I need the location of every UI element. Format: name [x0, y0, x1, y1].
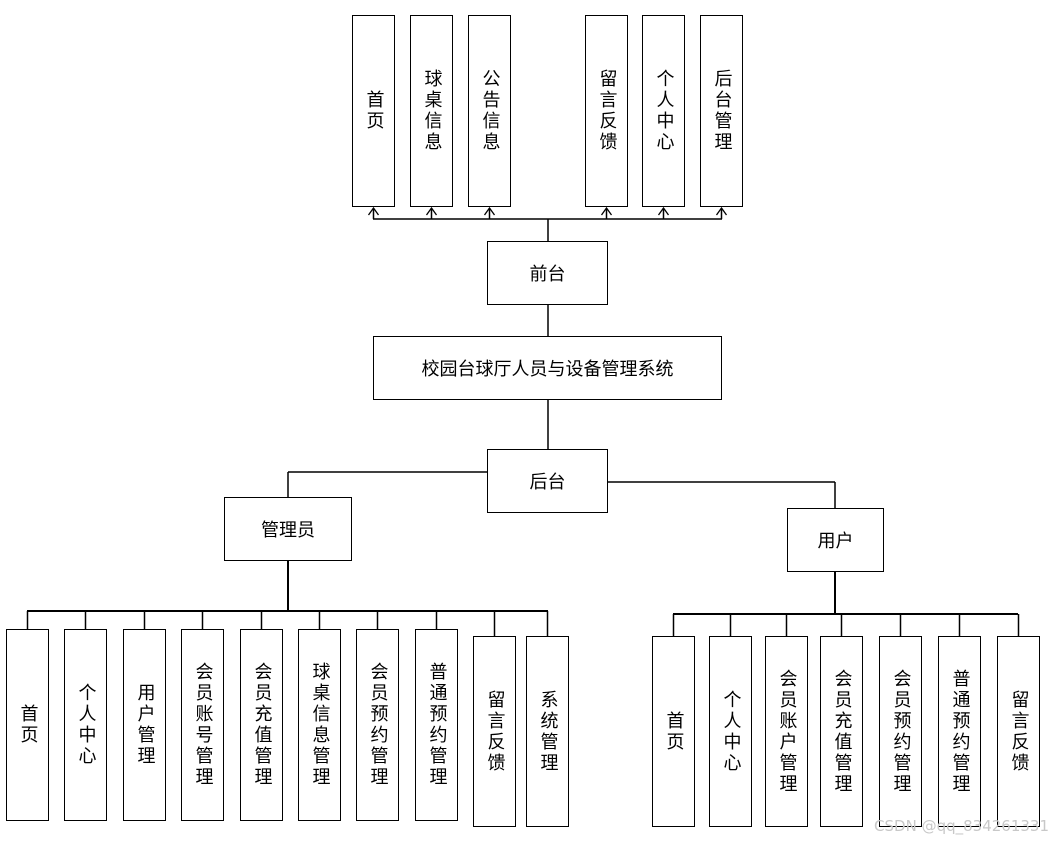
- frontend-item: 首页: [352, 15, 395, 207]
- frontend-item: 个人中心: [642, 15, 685, 207]
- admin-item: 用户管理: [123, 629, 166, 821]
- admin-item: 首页: [6, 629, 49, 821]
- admin-item-label: 个人中心: [75, 683, 97, 767]
- frontend-item-label: 公告信息: [479, 69, 501, 153]
- frontend-node: 前台: [487, 241, 608, 305]
- admin-item-label: 留言反馈: [484, 689, 506, 774]
- arrow-head: [483, 206, 496, 216]
- user-node: 用户: [787, 508, 884, 572]
- admin-item: 会员预约管理: [356, 629, 399, 821]
- frontend-item-label: 留言反馈: [596, 69, 618, 153]
- system-title-node: 校园台球厅人员与设备管理系统: [373, 336, 722, 400]
- user-item: 首页: [652, 636, 695, 827]
- user-item: 会员充值管理: [820, 636, 863, 827]
- admin-item: 会员充值管理: [240, 629, 283, 821]
- user-item: 会员预约管理: [879, 636, 922, 827]
- frontend-item: 公告信息: [468, 15, 511, 207]
- user-item: 普通预约管理: [938, 636, 981, 827]
- admin-item-label: 会员预约管理: [367, 662, 389, 788]
- user-item-label: 留言反馈: [1008, 689, 1030, 774]
- arrow-head: [600, 206, 613, 216]
- admin-item-label: 普通预约管理: [426, 662, 448, 788]
- user-item: 会员账户管理: [765, 636, 808, 827]
- admin-item: 个人中心: [64, 629, 107, 821]
- frontend-item: 后台管理: [700, 15, 743, 207]
- admin-node: 管理员: [224, 497, 352, 561]
- user-item: 个人中心: [709, 636, 752, 827]
- arrow-head: [425, 206, 438, 216]
- admin-item-label: 首页: [17, 704, 39, 746]
- user-item-label: 会员账户管理: [776, 668, 798, 795]
- admin-item: 会员账号管理: [181, 629, 224, 821]
- admin-item: 球桌信息管理: [298, 629, 341, 821]
- user-item: 留言反馈: [997, 636, 1040, 827]
- admin-item: 系统管理: [526, 636, 569, 827]
- frontend-item: 球桌信息: [410, 15, 453, 207]
- admin-item-label: 球桌信息管理: [309, 662, 331, 788]
- user-item-label: 会员预约管理: [890, 668, 912, 795]
- watermark: CSDN @qq_834261331: [874, 817, 1049, 835]
- user-item-label: 个人中心: [720, 689, 742, 774]
- frontend-item-label: 后台管理: [711, 69, 733, 153]
- user-item-label: 首页: [663, 710, 685, 753]
- arrow-head: [715, 206, 728, 216]
- user-item-label: 会员充值管理: [831, 668, 853, 795]
- frontend-item-label: 球桌信息: [421, 69, 443, 153]
- frontend-item-label: 个人中心: [653, 69, 675, 153]
- admin-item: 普通预约管理: [415, 629, 458, 821]
- admin-item-label: 系统管理: [537, 689, 559, 774]
- arrow-head: [657, 206, 670, 216]
- admin-item-label: 会员账号管理: [192, 662, 214, 788]
- backend-node: 后台: [487, 449, 608, 513]
- user-item-label: 普通预约管理: [949, 668, 971, 795]
- frontend-item-label: 首页: [363, 90, 385, 132]
- admin-item-label: 会员充值管理: [251, 662, 273, 788]
- frontend-item: 留言反馈: [585, 15, 628, 207]
- admin-item: 留言反馈: [473, 636, 516, 827]
- admin-item-label: 用户管理: [134, 683, 156, 767]
- arrow-head: [367, 206, 380, 216]
